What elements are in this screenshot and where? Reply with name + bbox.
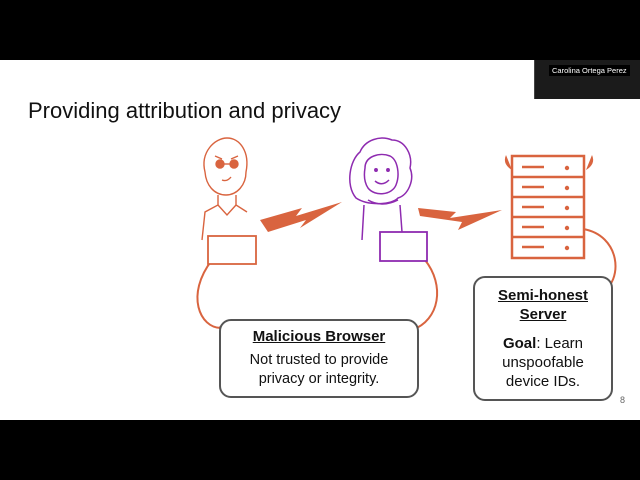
browser-desc-line: Not trusted to provide (249, 352, 389, 368)
browser-heading: Malicious Browser (252, 328, 386, 345)
speaker-name: Carolina Ortega Perez (549, 65, 630, 76)
browser-user-connector (196, 259, 222, 329)
malicious-browser-box: Malicious Browser Not trusted to provide… (219, 319, 419, 398)
semi-honest-server-box: Semi-honest Server Goal: Learn unspoofab… (473, 276, 613, 401)
user-browser-connector (411, 259, 439, 331)
user-icon (349, 137, 428, 262)
goal-label: Goal (502, 335, 537, 352)
lightning-icon (260, 202, 342, 232)
diagram-illustration (196, 137, 617, 333)
goal-text: : Learn (536, 335, 584, 352)
server-heading: Semi-honest (497, 287, 588, 304)
malicious-user-icon (201, 137, 257, 265)
server-heading: Server (519, 306, 567, 323)
server-desc-line: unspoofable (502, 354, 584, 371)
page-number: 8 (620, 395, 626, 405)
slide: Providing attribution and privacy (0, 60, 640, 420)
browser-desc-line: privacy or integrity. (258, 371, 380, 387)
speaker-video-tile[interactable]: Carolina Ortega Perez (534, 60, 640, 99)
server-icon (504, 154, 594, 260)
lightning-icon (418, 208, 502, 230)
server-desc-line: device IDs. (505, 373, 581, 390)
slide-title: Providing attribution and privacy (28, 98, 342, 123)
